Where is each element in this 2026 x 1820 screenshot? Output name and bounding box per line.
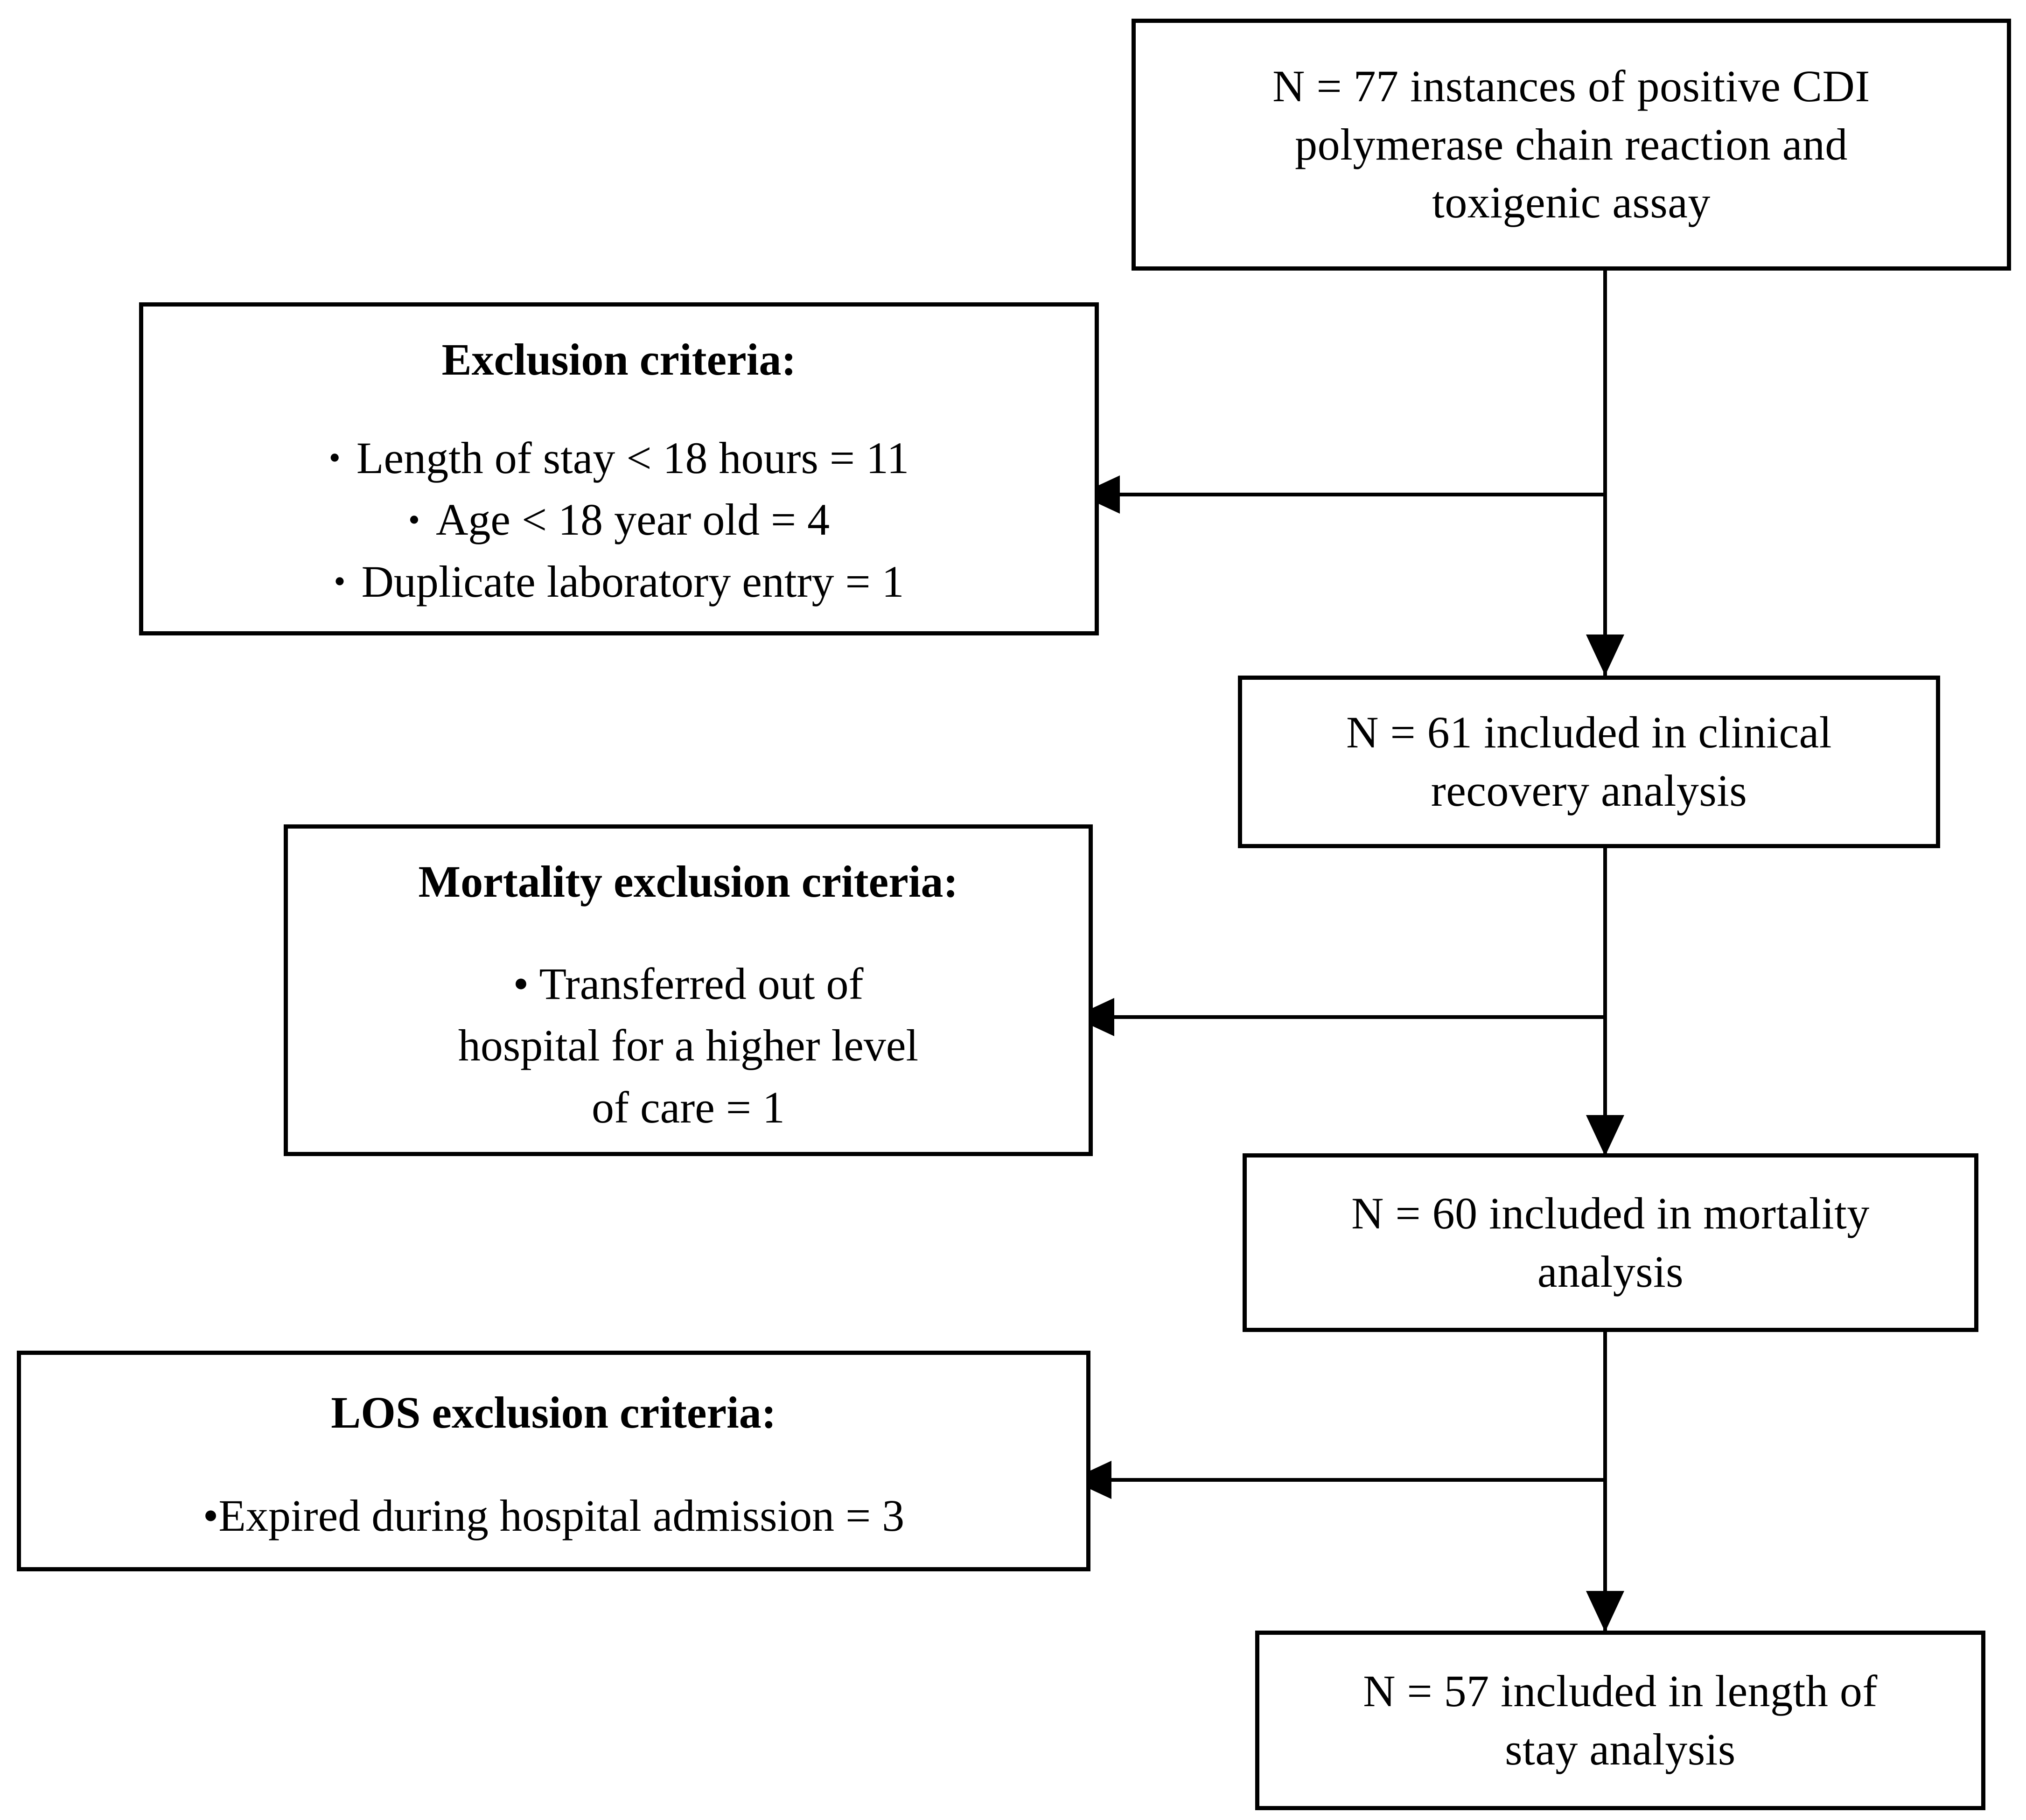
list-item: • Age < 18 year old = 4 bbox=[143, 489, 1095, 551]
los-exclusion-item-text: Expired during hospital admission = 3 bbox=[218, 1490, 905, 1541]
node-exclusion-criteria[interactable]: Exclusion criteria: • Length of stay < 18… bbox=[139, 302, 1099, 635]
connector-branch-exclusion bbox=[1120, 493, 1605, 496]
connector-trunk-2 bbox=[1603, 848, 1607, 1193]
node-mortality-analysis[interactable]: N = 60 included in mortality analysis bbox=[1243, 1153, 1978, 1332]
node-los-analysis[interactable]: N = 57 included in length of stay analys… bbox=[1255, 1631, 1985, 1810]
exclusion-criteria-title: Exclusion criteria: bbox=[441, 335, 796, 384]
arrowhead-to-clinical-recovery bbox=[1586, 635, 1624, 676]
clinical-recovery-label: N = 61 included in clinical recovery ana… bbox=[1346, 707, 1832, 816]
connector-trunk-1 bbox=[1603, 271, 1607, 681]
node-clinical-recovery-analysis[interactable]: N = 61 included in clinical recovery ana… bbox=[1238, 676, 1940, 848]
exclusion-item-text: Duplicate laboratory entry = 1 bbox=[361, 556, 904, 607]
node-source-cohort[interactable]: N = 77 instances of positive CDI polymer… bbox=[1132, 19, 2011, 271]
connector-trunk-3 bbox=[1603, 1332, 1607, 1659]
bullet-icon: • bbox=[328, 439, 341, 477]
bullet-icon: • bbox=[203, 1490, 219, 1541]
connector-branch-los-exclusion bbox=[1111, 1478, 1605, 1482]
list-item: • Duplicate laboratory entry = 1 bbox=[143, 551, 1095, 613]
node-mortality-exclusion-criteria[interactable]: Mortality exclusion criteria: • Transfer… bbox=[284, 824, 1093, 1156]
bullet-icon: • bbox=[334, 563, 346, 600]
list-item: • Length of stay < 18 hours = 11 bbox=[143, 427, 1095, 489]
exclusion-item-text: Age < 18 year old = 4 bbox=[436, 495, 830, 545]
source-cohort-label: N = 77 instances of positive CDI polymer… bbox=[1272, 61, 1870, 228]
bullet-icon: • bbox=[408, 501, 420, 538]
los-analysis-label: N = 57 included in length of stay analys… bbox=[1363, 1666, 1878, 1774]
arrowhead-to-mortality-analysis bbox=[1586, 1115, 1624, 1156]
exclusion-criteria-list: • Length of stay < 18 hours = 11 • Age < 1… bbox=[143, 397, 1095, 613]
mortality-analysis-label: N = 60 included in mortality analysis bbox=[1351, 1188, 1870, 1297]
connector-branch-mortality-exclusion bbox=[1114, 1015, 1605, 1019]
exclusion-item-text: Length of stay < 18 hours = 11 bbox=[356, 432, 909, 483]
los-exclusion-title: LOS exclusion criteria: bbox=[331, 1388, 776, 1437]
mortality-exclusion-title: Mortality exclusion criteria: bbox=[418, 857, 958, 907]
mortality-exclusion-item: • Transferred out of hospital for a high… bbox=[458, 958, 919, 1132]
arrowhead-to-los-analysis bbox=[1586, 1591, 1624, 1632]
node-los-exclusion-criteria[interactable]: LOS exclusion criteria: •Expired during … bbox=[17, 1351, 1090, 1571]
los-exclusion-item: •Expired during hospital admission = 3 bbox=[203, 1485, 905, 1547]
